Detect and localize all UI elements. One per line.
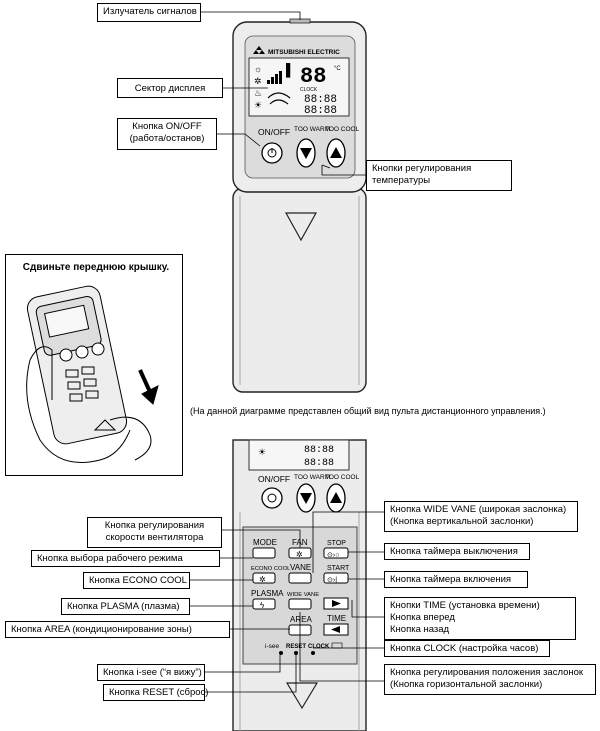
- reset-label: RESET: [286, 644, 306, 650]
- too-cool-label: TOO COOL: [325, 126, 360, 133]
- vane-callout: Кнопка регулирования положения заслонок …: [384, 664, 596, 695]
- isee-button: [279, 651, 283, 655]
- svg-text:88:88: 88:88: [304, 458, 334, 469]
- onoff-label-2: ON/OFF: [258, 474, 290, 484]
- display-screen: [248, 57, 350, 117]
- vane-callout-line1: Кнопка регулирования положения заслонок: [390, 667, 584, 678]
- too-warm-label-2: TOO WARM: [294, 474, 330, 481]
- svg-text:✲: ✲: [254, 76, 262, 86]
- timer-off-callout: Кнопка таймера выключения: [384, 543, 530, 560]
- remote-bottom: ☀ 88:88 88:88 ON/OFF TOO WARM TOO COOL M…: [232, 439, 367, 731]
- too-warm-label: TOO WARM: [294, 126, 330, 133]
- time-callout: Кнопки TIME (установка времени) Кнопка в…: [384, 597, 576, 640]
- vane-callout-line2: (Кнопка горизонтальной заслонки): [390, 678, 543, 690]
- temp-callout-line1: Кнопки регулирования: [372, 163, 472, 174]
- top-leader-lines: [200, 11, 366, 176]
- wide-vane-label: WIDE VANE: [287, 592, 319, 598]
- emitter-callout: Излучатель сигналов: [97, 3, 201, 22]
- mode-callout: Кнопка выбора рабочего режима: [31, 550, 220, 567]
- reset-button: [294, 651, 298, 655]
- bottom-leader-lines: [190, 511, 384, 693]
- diagram-caption: (На данной диаграмме представлен общий в…: [190, 406, 546, 416]
- svg-text:✲: ✲: [296, 550, 303, 559]
- fan-speed-callout-line2: скорости вентилятора: [105, 531, 204, 543]
- svg-text:⊙›|: ⊙›|: [327, 577, 337, 584]
- svg-text:▌: ▌: [286, 63, 295, 78]
- svg-text:88:88: 88:88: [304, 445, 334, 456]
- isee-label: i-see: [265, 643, 279, 650]
- stop-label: STOP: [327, 540, 346, 547]
- fan-speed-callout: Кнопка регулирования скорости вентилятор…: [87, 517, 222, 548]
- time-label: TIME: [327, 614, 346, 623]
- cover-inset-frame: [5, 254, 183, 476]
- svg-text:☀: ☀: [258, 447, 266, 457]
- too-cool-label-2: TOO COOL: [325, 474, 360, 481]
- start-label: START: [327, 565, 350, 572]
- mode-label: MODE: [253, 538, 277, 547]
- svg-text:°C: °C: [334, 66, 341, 72]
- brand-logo-icon: [253, 46, 265, 54]
- vane-label: VANE: [290, 563, 311, 572]
- fan-speed-callout-line1: Кнопка регулирования: [104, 520, 205, 531]
- onoff-callout-line2: (работа/останов): [129, 132, 205, 144]
- arrow-down-icon: [300, 148, 312, 159]
- svg-text:ϟ: ϟ: [260, 601, 265, 610]
- inset-title: Сдвиньте переднюю крышку.: [22, 262, 170, 273]
- remote-top: MITSUBISHI ELECTRIC ☼ ✲ ♨ ☀ ▌ 88 °C CLOC…: [232, 18, 367, 393]
- area-label: AREA: [290, 615, 312, 624]
- econo-callout: Кнопка ECONO COOL: [83, 572, 190, 589]
- plasma-callout: Кнопка PLASMA (плазма): [61, 598, 190, 615]
- svg-text:✲: ✲: [259, 575, 266, 584]
- clock-button: [311, 651, 315, 655]
- display-callout: Сектор дисплея: [117, 78, 223, 98]
- clock-callout: Кнопка CLOCK (настройка часов): [384, 640, 550, 657]
- isee-callout: Кнопка i-see (“я вижу”): [97, 664, 205, 681]
- econo-label: ECONO COOL: [251, 566, 291, 572]
- time-callout-line2: Кнопка вперед: [390, 611, 455, 623]
- brand-name: MITSUBISHI ELECTRIC: [268, 49, 340, 56]
- onoff-callout: Кнопка ON/OFF (работа/останов): [117, 118, 217, 150]
- timer-on-callout: Кнопка таймера включения: [384, 571, 528, 588]
- wide-vane-callout-line2: (Кнопка вертикальной заслонки): [390, 515, 534, 527]
- plasma-label: PLASMA: [251, 589, 284, 598]
- econo-button: [252, 572, 276, 584]
- svg-text:88:88: 88:88: [304, 105, 337, 117]
- back-icon: [331, 626, 340, 633]
- onoff-label: ON/OFF: [258, 127, 290, 137]
- time-callout-line3: Кнопка назад: [390, 623, 450, 635]
- svg-text:☀: ☀: [254, 100, 262, 110]
- clock-label: CLOCK: [308, 644, 330, 650]
- svg-text:⊙›○: ⊙›○: [327, 552, 339, 559]
- plasma-button: [252, 598, 276, 610]
- temp-callout-line2: температуры: [372, 174, 431, 186]
- wide-vane-button: [288, 598, 312, 610]
- inset-illustration: [26, 285, 159, 463]
- svg-text:☼: ☼: [254, 64, 262, 74]
- onoff-callout-line1: Кнопка ON/OFF: [132, 121, 202, 132]
- timer-off-button: [323, 547, 349, 559]
- temp-callout: Кнопки регулирования температуры: [366, 160, 512, 191]
- wide-vane-callout: Кнопка WIDE VANE (широкая заслонка) (Кно…: [384, 501, 578, 532]
- reset-callout: Кнопка RESET (сброс): [103, 684, 208, 701]
- vane-button: [288, 572, 312, 584]
- cover-triangle-icon: [284, 212, 318, 242]
- timer-on-button: [323, 572, 349, 584]
- mode-button: [252, 547, 276, 559]
- svg-text:♨: ♨: [254, 88, 262, 98]
- forward-icon: [332, 600, 341, 607]
- svg-text:88: 88: [300, 64, 326, 89]
- time-callout-line1: Кнопки TIME (установка времени): [390, 600, 540, 611]
- svg-text:88:88: 88:88: [304, 94, 337, 106]
- slide-arrow-icon: [141, 385, 159, 405]
- display-clock-label: CLOCK: [300, 87, 318, 93]
- area-callout: Кнопка AREA (кондиционирование зоны): [5, 621, 230, 638]
- arrow-up-icon: [330, 147, 342, 158]
- wide-vane-callout-line1: Кнопка WIDE VANE (широкая заслонка): [390, 504, 567, 515]
